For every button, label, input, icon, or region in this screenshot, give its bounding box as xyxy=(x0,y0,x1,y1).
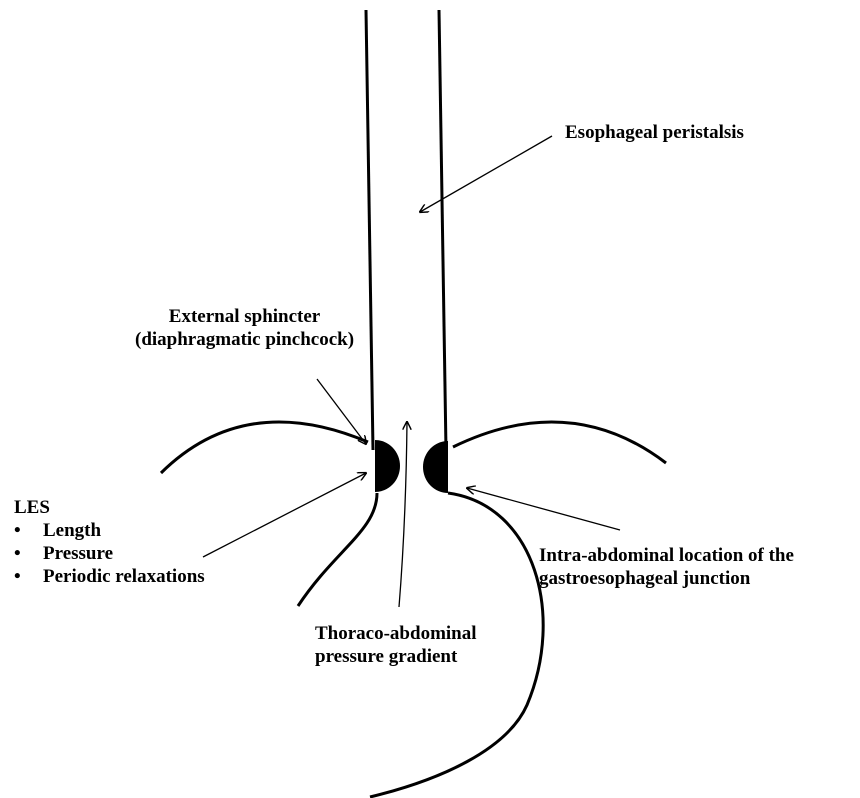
arrow-pressure-gradient xyxy=(399,422,407,607)
les-label: LES • Length • Pressure • Periodic relax… xyxy=(14,496,205,588)
esophagus-left-wall xyxy=(366,10,373,450)
esophageal-peristalsis-text: Esophageal peristalsis xyxy=(565,121,744,144)
pressure-gradient-label: Thoraco-abdominal pressure gradient xyxy=(315,622,477,668)
les-title: LES xyxy=(14,496,205,519)
bullet-marker: • xyxy=(14,542,21,565)
arrow-les xyxy=(203,473,366,557)
external-sphincter-label: External sphincter (diaphragmatic pinchc… xyxy=(135,305,354,351)
esophageal-peristalsis-label: Esophageal peristalsis xyxy=(565,121,744,144)
sphincter-left-bulge xyxy=(375,440,400,492)
diaphragm-right-crus xyxy=(453,422,666,463)
pressure-gradient-line2: pressure gradient xyxy=(315,645,477,668)
les-item-length: • Length xyxy=(14,519,205,542)
les-item-pressure: • Pressure xyxy=(14,542,205,565)
arrow-external-sphincter xyxy=(317,379,366,444)
les-item-text: Periodic relaxations xyxy=(43,566,205,587)
bullet-marker: • xyxy=(14,565,21,588)
bullet-marker: • xyxy=(14,519,21,542)
les-item-relaxations: • Periodic relaxations xyxy=(14,565,205,588)
stomach-left-outline xyxy=(298,493,377,606)
external-sphincter-line1: External sphincter xyxy=(135,305,354,328)
gej-location-line1: Intra-abdominal location of the xyxy=(539,544,794,567)
pressure-gradient-line1: Thoraco-abdominal xyxy=(315,622,477,645)
gej-location-label: Intra-abdominal location of the gastroes… xyxy=(539,544,794,590)
esophagus-right-wall xyxy=(439,10,446,450)
les-item-text: Pressure xyxy=(43,543,113,564)
diaphragm-left-crus xyxy=(161,422,368,473)
external-sphincter-line2: (diaphragmatic pinchcock) xyxy=(135,328,354,351)
les-item-text: Length xyxy=(43,520,101,541)
gej-location-line2: gastroesophageal junction xyxy=(539,567,794,590)
sphincter-right-bulge xyxy=(423,441,448,493)
